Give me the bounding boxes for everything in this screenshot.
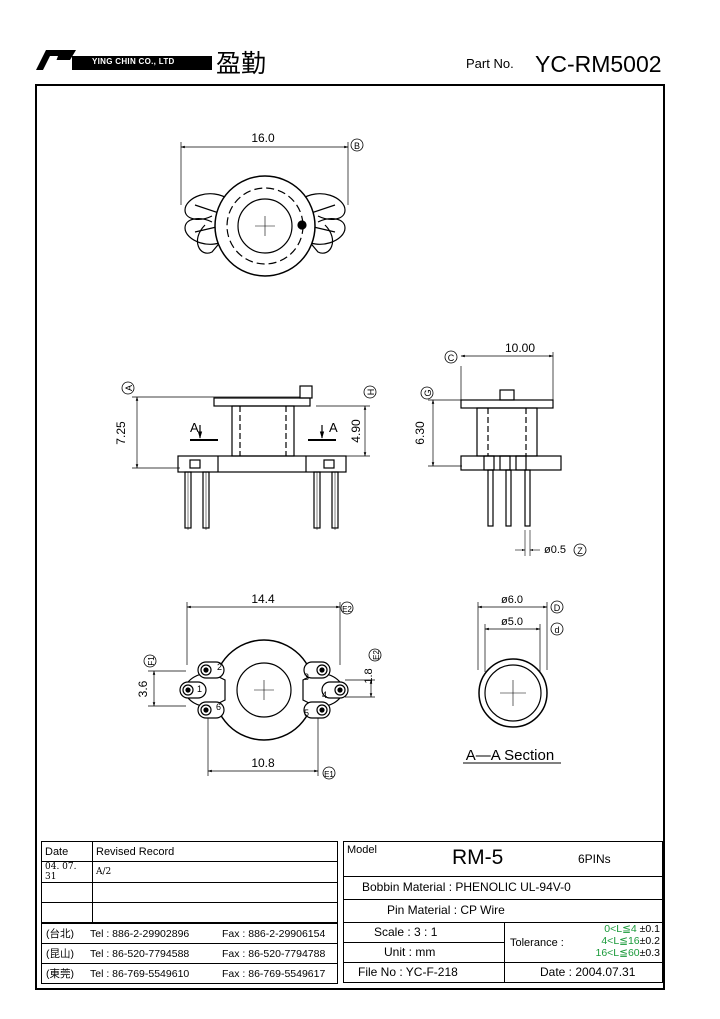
ref-e1-bubble bbox=[322, 766, 336, 780]
contact-taipei: (台北) Tel : 886-2-29902896 Fax : 886-2-29… bbox=[41, 923, 338, 944]
revision-date: 04. 07. 31 bbox=[41, 861, 93, 883]
pin-dia-dim: ø0.5 bbox=[544, 544, 566, 556]
tolerance-range-3: 16<L≦60 bbox=[595, 947, 640, 959]
bobbin-material-row: Bobbin Material : PHENOLIC UL-94V-0 bbox=[344, 876, 662, 899]
ref-b-bubble bbox=[350, 138, 364, 152]
logo-bar bbox=[72, 56, 212, 70]
pin-label-6: 6 bbox=[216, 702, 221, 712]
part-no-value: YC-RM5002 bbox=[535, 51, 662, 77]
ref-e2-top-bubble bbox=[340, 601, 354, 615]
ref-h-bubble bbox=[363, 385, 377, 399]
bottom-width-dim: 14.4 bbox=[251, 592, 275, 606]
pin-count: 6PINs bbox=[578, 852, 611, 866]
divider bbox=[344, 942, 504, 943]
revision-record: A/2 bbox=[92, 861, 338, 883]
pin-holes bbox=[182, 664, 346, 716]
divider bbox=[344, 962, 662, 963]
part-no-label: Part No. bbox=[466, 56, 514, 71]
record-header: Revised Record bbox=[92, 841, 338, 862]
date-header: Date bbox=[41, 841, 93, 862]
ref-g-bubble bbox=[420, 386, 434, 400]
ref-z: Z bbox=[577, 546, 583, 556]
ref-e2-top: E2 bbox=[342, 605, 352, 614]
pin-material: Pin Material : CP Wire bbox=[387, 903, 505, 917]
tolerance-value-1: ±0.1 bbox=[639, 923, 660, 935]
ref-a-bubble bbox=[121, 381, 135, 395]
tolerance-table: 0<L≦4 ±0.1 4<L≦16±0.2 16<L≦60±0.3 bbox=[574, 923, 661, 959]
section-title: A—A Section bbox=[466, 747, 554, 764]
bottom-pitch-right-dim: 1.8 bbox=[363, 668, 375, 683]
section-mark-left: A bbox=[190, 420, 199, 435]
ref-f1-bubble bbox=[143, 654, 157, 668]
ref-d-upper-bubble bbox=[550, 600, 564, 614]
tolerance-label: Tolerance : bbox=[510, 937, 564, 949]
ref-d-lower-bubble bbox=[550, 622, 564, 636]
revision-record bbox=[92, 902, 338, 923]
section-outer-dim: ø6.0 bbox=[501, 594, 523, 606]
side-view bbox=[132, 385, 370, 530]
tolerance-value-2: ±0.2 bbox=[639, 935, 660, 947]
tolerance-row-3: 16<L≦60±0.3 bbox=[574, 947, 661, 959]
company-name-cn: 盈勤 bbox=[216, 49, 267, 78]
bottom-pitch-dim: 3.6 bbox=[136, 680, 150, 697]
side-height-dim: 7.25 bbox=[114, 421, 128, 445]
ref-g: G bbox=[423, 389, 433, 396]
drawing-date: Date : 2004.07.31 bbox=[540, 965, 636, 979]
bottom-lower-dim: 10.8 bbox=[251, 756, 275, 770]
title-block: Model RM-5 6PINs Bobbin Material : PHENO… bbox=[343, 841, 663, 983]
pin-material-row: Pin Material : CP Wire bbox=[344, 899, 662, 922]
pin-label-2: 2 bbox=[217, 662, 222, 672]
end-view bbox=[428, 352, 562, 556]
tolerance-range-2: 4<L≦16 bbox=[601, 935, 640, 947]
ref-h: H bbox=[366, 389, 376, 396]
side-core-dim: 4.90 bbox=[349, 419, 363, 443]
company-name: YING CHIN CO., LTD bbox=[92, 57, 175, 66]
company-logo-icon bbox=[36, 50, 76, 72]
revision-date bbox=[41, 902, 93, 923]
ref-e1: E1 bbox=[324, 770, 334, 779]
contact-dongguan: (東莞) Tel : 86-769-5549610 Fax : 86-769-5… bbox=[41, 964, 338, 984]
revision-date bbox=[41, 882, 93, 903]
ref-b: B bbox=[354, 141, 360, 151]
unit: Unit : mm bbox=[384, 945, 436, 959]
pin-label-3: 3 bbox=[304, 672, 309, 682]
revision-table: Date Revised Record 04. 07. 31 A/2 (台北) … bbox=[41, 841, 338, 984]
pin-label-4: 4 bbox=[322, 690, 327, 700]
tolerance-value-3: ±0.3 bbox=[639, 947, 660, 959]
tolerance-row-1: 0<L≦4 ±0.1 bbox=[574, 923, 660, 935]
pin-label-5: 5 bbox=[304, 708, 309, 718]
ref-z-bubble bbox=[573, 543, 587, 557]
scale: Scale : 3 : 1 bbox=[374, 925, 438, 939]
file-no: File No : YC-F-218 bbox=[358, 965, 458, 979]
divider bbox=[504, 923, 505, 983]
ref-d-upper: D bbox=[554, 603, 561, 613]
section-inner-dim: ø5.0 bbox=[501, 616, 523, 628]
section-view bbox=[463, 602, 561, 764]
model-label: Model bbox=[347, 844, 377, 856]
ref-c-bubble bbox=[444, 350, 458, 364]
ref-f1: F1 bbox=[147, 656, 156, 666]
top-width-dim: 16.0 bbox=[251, 131, 275, 145]
end-height-dim: 6.30 bbox=[413, 421, 427, 445]
ref-d-lower: d bbox=[554, 625, 559, 635]
tolerance-row-2: 4<L≦16±0.2 bbox=[574, 935, 660, 947]
drawing-frame bbox=[35, 84, 665, 990]
end-width-dim: 10.00 bbox=[505, 341, 535, 355]
pin-label-1: 1 bbox=[197, 684, 202, 694]
drawing-header: YING CHIN CO., LTD 盈勤 Part No. YC-RM5002 bbox=[0, 0, 720, 90]
ref-e2-right: E2 bbox=[372, 650, 381, 660]
spec-rows: Scale : 3 : 1 Unit : mm File No : YC-F-2… bbox=[344, 922, 662, 983]
model-value: RM-5 bbox=[452, 846, 504, 869]
ref-a: A bbox=[124, 385, 134, 391]
contact-kunshan: (昆山) Tel : 86-520-7794588 Fax : 86-520-7… bbox=[41, 944, 338, 964]
section-mark-right: A bbox=[329, 420, 338, 435]
ref-c: C bbox=[448, 353, 455, 363]
tolerance-range-1: 0<L≦4 bbox=[604, 923, 637, 935]
top-view bbox=[180, 142, 349, 277]
bobbin-material: Bobbin Material : PHENOLIC UL-94V-0 bbox=[362, 880, 571, 894]
ref-e2-right-bubble bbox=[368, 648, 382, 662]
revision-record bbox=[92, 882, 338, 903]
